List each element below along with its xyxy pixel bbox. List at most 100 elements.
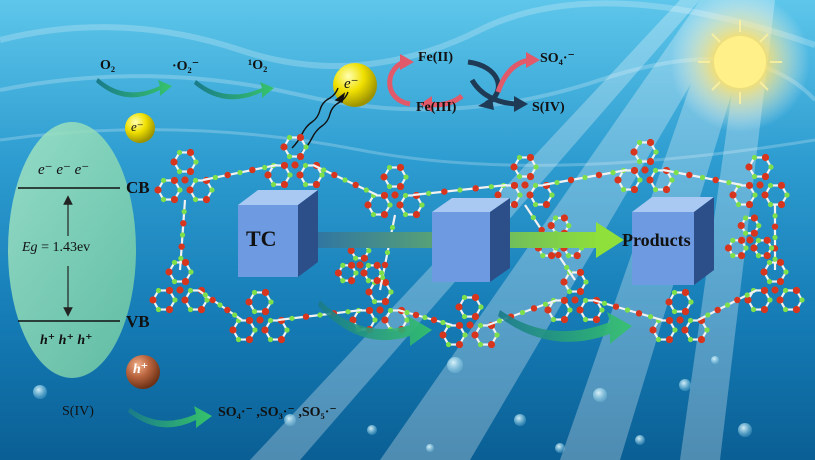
- lattice-node: [763, 252, 771, 260]
- cube-products: [632, 197, 714, 285]
- lattice-node: [181, 209, 187, 215]
- lattice-node: [165, 305, 174, 314]
- lattice-node: [371, 298, 378, 305]
- sulfite-radicals-label: SO₄·⁻ ,SO₃·⁻ ,SO₅·⁻: [218, 405, 337, 420]
- lattice-node: [724, 244, 733, 252]
- lattice-node: [760, 268, 768, 276]
- lattice-node: [538, 226, 545, 234]
- lattice-node: [370, 211, 377, 218]
- lattice-node: [565, 253, 572, 259]
- lattice-node: [280, 161, 289, 170]
- lattice-node: [455, 321, 464, 330]
- lattice-node: [373, 261, 381, 269]
- lattice-node: [532, 182, 539, 189]
- lattice-node: [776, 258, 785, 267]
- lattice-node: [172, 297, 178, 303]
- lattice-node: [724, 302, 731, 308]
- lattice-node: [412, 210, 421, 219]
- lattice-node: [477, 322, 484, 329]
- lattice-node: [496, 318, 503, 324]
- lattice-node: [595, 171, 603, 179]
- lattice-node: [181, 258, 190, 267]
- lattice-node: [181, 277, 190, 286]
- lattice-node: [402, 192, 409, 199]
- lattice-node: [583, 279, 589, 285]
- lattice-node: [379, 270, 385, 276]
- lattice-node: [630, 166, 639, 175]
- lattice-node: [671, 308, 678, 315]
- superoxide-label: ·O₂⁻: [172, 59, 200, 74]
- lattice-node: [471, 312, 480, 321]
- vb-label: VB: [126, 312, 150, 331]
- lattice-node: [676, 316, 684, 324]
- lattice-node: [284, 327, 290, 333]
- lattice-node: [202, 195, 211, 204]
- lattice-node: [646, 138, 655, 147]
- lattice-node: [771, 223, 779, 230]
- lattice-node: [477, 341, 484, 348]
- lattice-node: [471, 293, 480, 302]
- lattice-node: [688, 299, 694, 305]
- lattice-node: [237, 169, 243, 176]
- lattice-node: [217, 302, 223, 308]
- lattice-node: [697, 335, 706, 344]
- lattice-node: [291, 161, 299, 169]
- lattice-node: [286, 153, 293, 160]
- lattice-node: [756, 181, 764, 189]
- lattice-node: [784, 192, 790, 198]
- lattice-node: [296, 152, 305, 161]
- lattice-node: [601, 300, 608, 306]
- lattice-node: [396, 201, 404, 209]
- lattice-node: [461, 294, 468, 301]
- lattice-node: [391, 191, 399, 199]
- lattice-node: [745, 163, 753, 171]
- lattice-node: [404, 317, 410, 323]
- lattice-node: [555, 251, 562, 259]
- lattice-node: [261, 307, 270, 316]
- lattice-node: [267, 336, 274, 343]
- lattice-node: [457, 187, 463, 193]
- lattice-node: [229, 326, 237, 334]
- lattice-node: [554, 179, 560, 186]
- lattice-node: [548, 252, 556, 260]
- lattice-node: [760, 305, 769, 314]
- lattice-node: [743, 230, 749, 236]
- lattice-node: [256, 316, 264, 324]
- lattice-node: [176, 286, 184, 294]
- lattice-node: [792, 305, 801, 314]
- lattice-node: [544, 306, 552, 314]
- lattice-node: [289, 315, 295, 321]
- lattice-node: [649, 326, 657, 334]
- lattice-node: [681, 288, 690, 297]
- lattice-node: [426, 190, 432, 196]
- lattice-node: [365, 278, 371, 284]
- redox-cycle-arrows: [387, 52, 540, 112]
- lattice-node: [388, 289, 394, 295]
- lattice-node: [235, 336, 242, 343]
- lattice-node: [799, 297, 805, 303]
- lattice-node: [372, 317, 378, 323]
- lattice-node: [560, 315, 569, 324]
- lattice-node: [455, 340, 464, 349]
- lattice-node: [526, 172, 535, 181]
- lattice-node: [745, 200, 754, 209]
- lattice-node: [783, 269, 789, 275]
- electron-ball-left: [125, 113, 155, 143]
- lattice-node: [743, 215, 749, 221]
- lattice-node: [652, 167, 659, 174]
- lattice-node: [170, 158, 178, 166]
- lattice-node: [165, 286, 174, 295]
- lattice-node: [224, 306, 231, 314]
- o2-label: O₂: [100, 58, 116, 73]
- lattice-node: [782, 306, 789, 313]
- lattice-node: [767, 182, 774, 189]
- lattice-node: [761, 172, 770, 181]
- lattice-node: [776, 296, 784, 304]
- lattice-node: [553, 215, 559, 221]
- lattice-node: [251, 308, 258, 315]
- lattice-node: [445, 341, 452, 348]
- lattice-node: [381, 261, 389, 269]
- lattice-node: [270, 181, 277, 188]
